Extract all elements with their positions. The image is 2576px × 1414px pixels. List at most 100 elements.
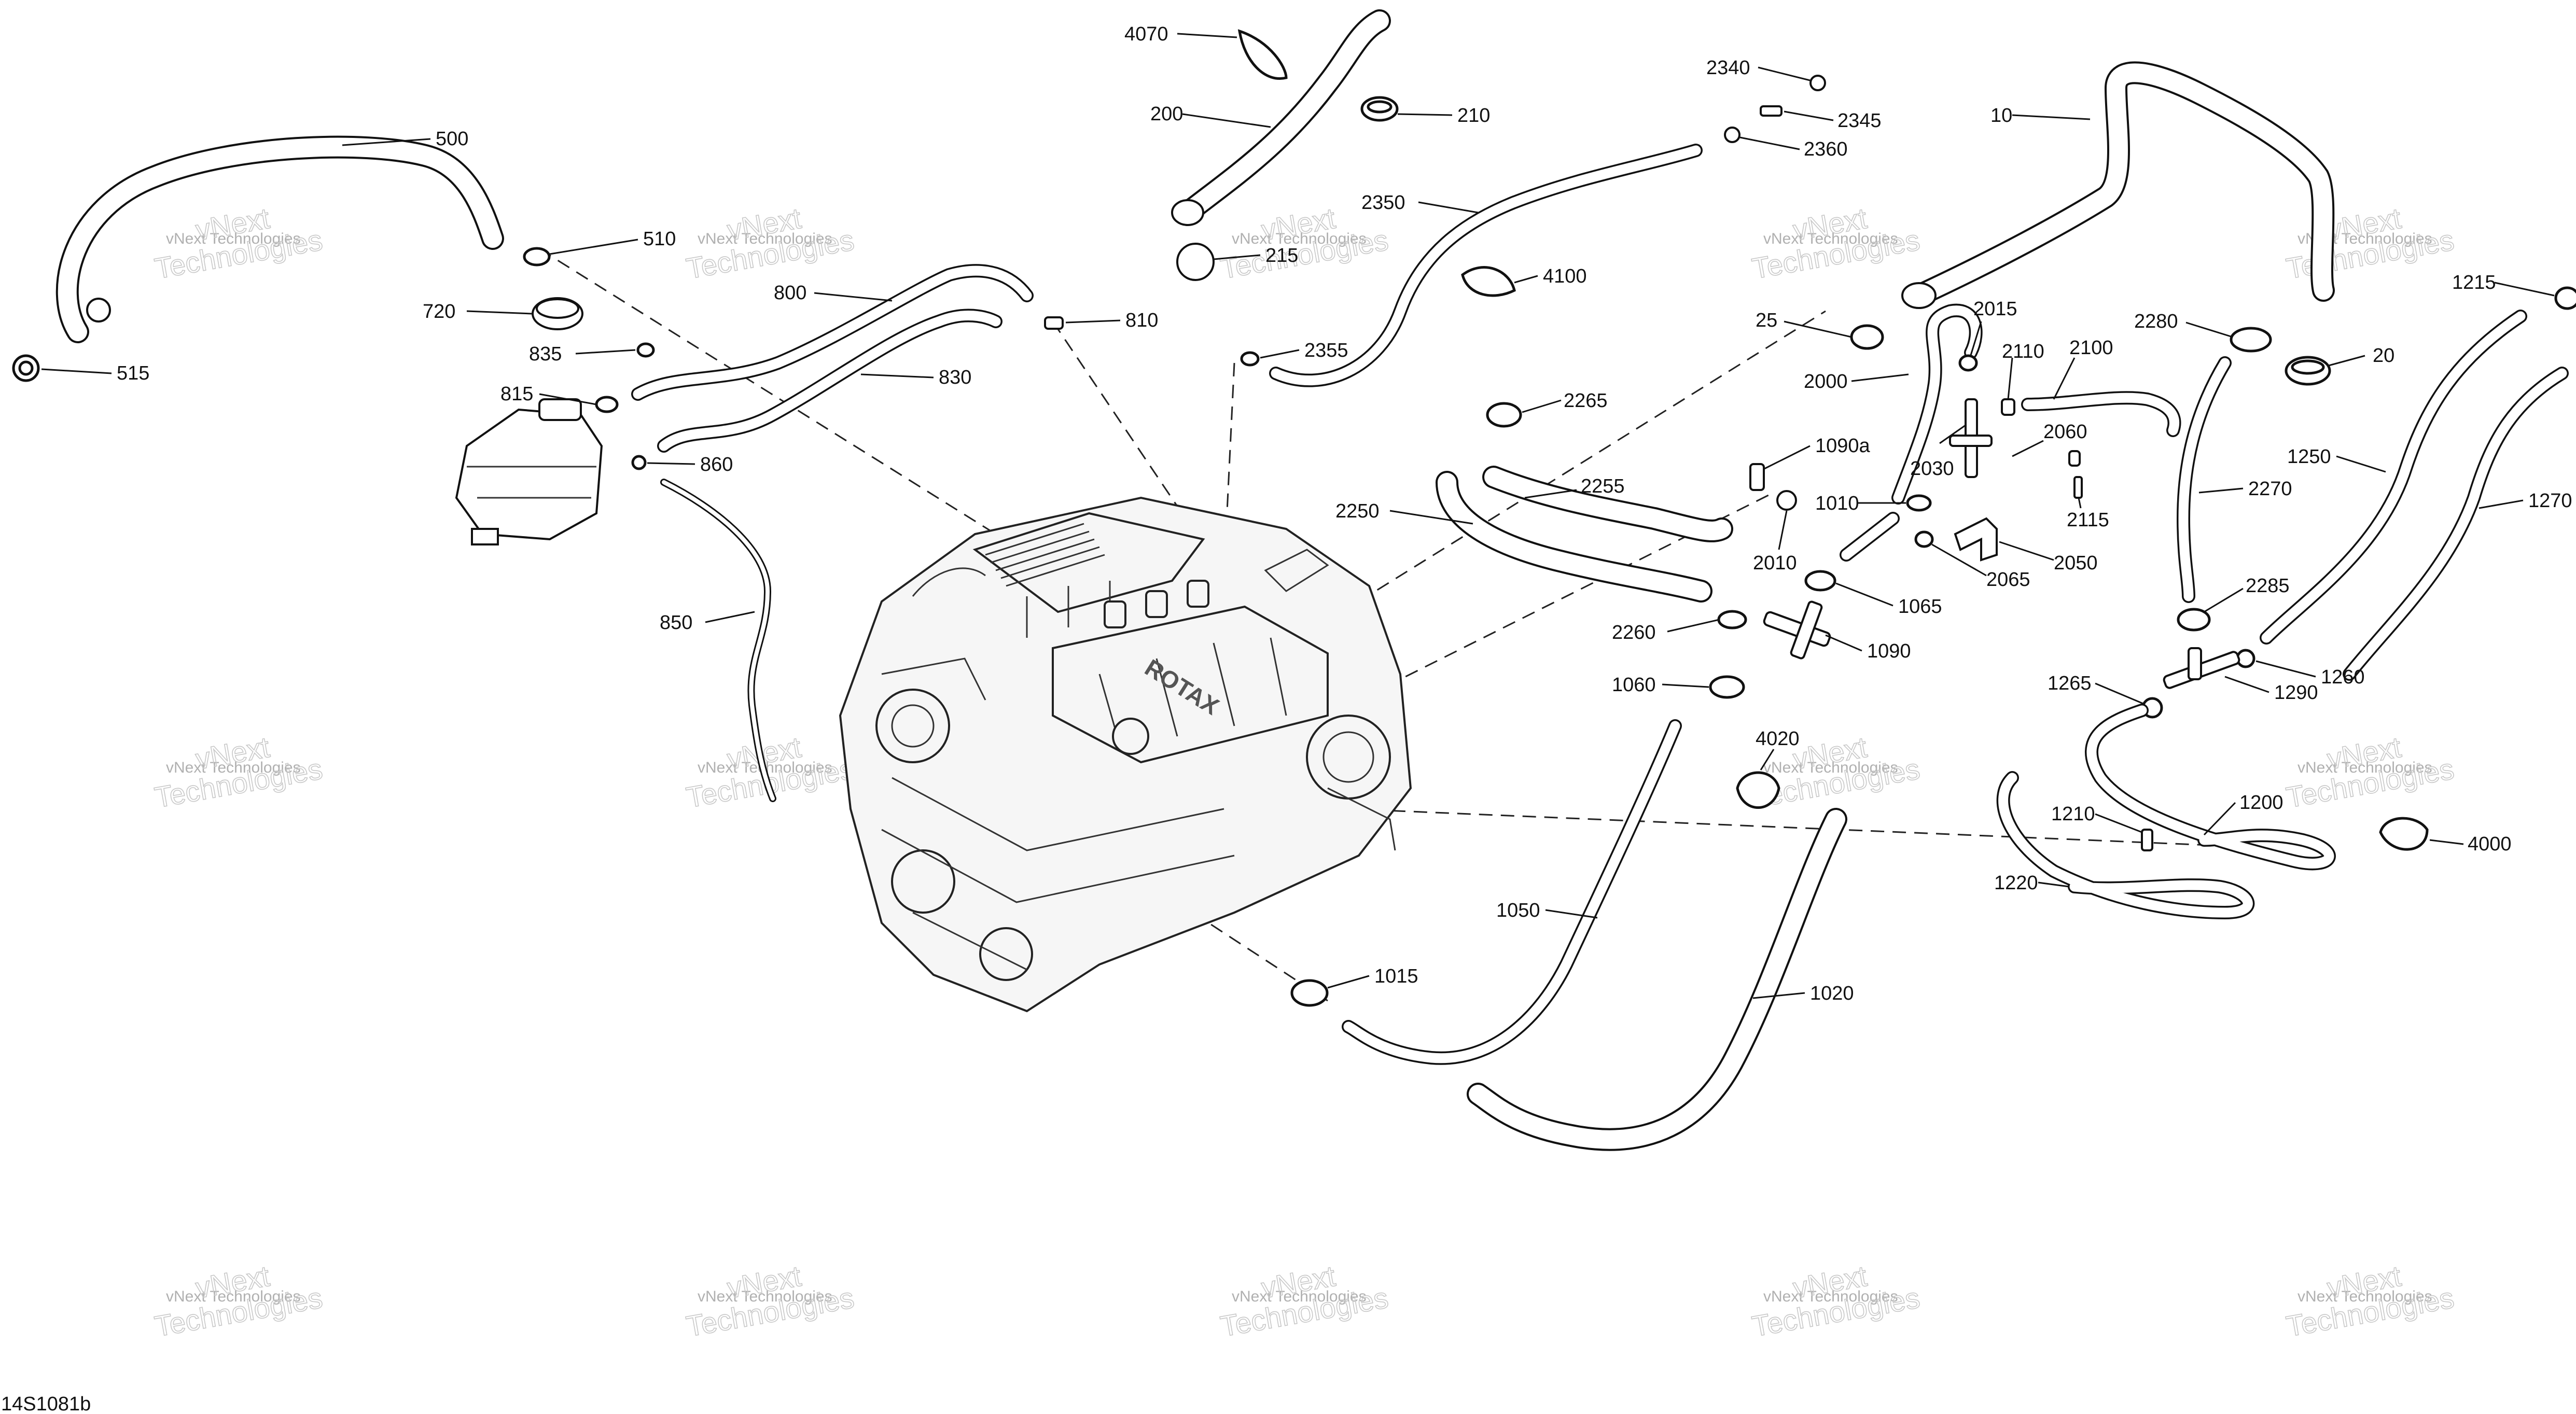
callout-215: 215 <box>1213 245 1298 267</box>
callout-label: 2100 <box>2069 337 2113 359</box>
drawing-reference: 14S1081b <box>1 1393 91 1414</box>
callout-label: 2050 <box>2054 552 2098 574</box>
clamp-515 <box>12 354 40 382</box>
callout-label: 2265 <box>1564 390 1608 412</box>
clamp-2065 <box>1914 530 1934 548</box>
tee-1090 <box>1763 600 1831 660</box>
callout-label: 850 <box>660 612 692 634</box>
callout-label: 1010 <box>1815 493 1859 514</box>
callout-label: 830 <box>939 367 971 388</box>
callout-label: 1290 <box>2274 682 2318 704</box>
callout-2060: 2060 <box>2012 421 2087 457</box>
callout-2000: 2000 <box>1804 371 1909 393</box>
clamp-4000 <box>2379 817 2429 851</box>
callout-515: 515 <box>41 362 149 384</box>
watermark-text: vNext Technologies <box>1232 230 1367 247</box>
callout-1270: 1270 <box>2478 490 2572 512</box>
callout-label: 2030 <box>1910 458 1954 480</box>
callout-label: 800 <box>774 282 806 304</box>
watermark-text: vNext Technologies <box>1763 759 1898 776</box>
clamp-4020 <box>1736 771 1780 809</box>
bolt-2340 <box>1809 75 1826 91</box>
tube-850 <box>660 479 776 802</box>
callout-label: 4020 <box>1756 728 1800 750</box>
callout-830: 830 <box>860 367 971 388</box>
callout-label: 2000 <box>1804 371 1848 393</box>
callout-720: 720 <box>423 301 532 323</box>
callout-label: 1210 <box>2051 803 2095 825</box>
callout-label: 2270 <box>2248 478 2292 500</box>
callout-20: 20 <box>2328 345 2394 367</box>
callout-1220: 1220 <box>1994 872 2070 894</box>
watermark-text: vNext Technologies <box>166 759 301 776</box>
callout-label: 510 <box>643 228 676 250</box>
hose-1270 <box>2343 367 2569 681</box>
callout-label: 20 <box>2373 345 2394 367</box>
callout-2255: 2255 <box>1524 475 1625 499</box>
clamp-2260 <box>1717 610 1747 629</box>
callout-label: 1200 <box>2239 792 2283 814</box>
hose-1050 <box>1342 719 1682 1065</box>
hose-2250 <box>1436 471 1712 603</box>
callout-1020: 1020 <box>1752 983 1854 1004</box>
callout-label: 4000 <box>2468 833 2512 855</box>
callout-2110: 2110 <box>2002 341 2044 400</box>
clamp-1060 <box>1709 675 1745 699</box>
callout-2115: 2115 <box>2067 497 2109 531</box>
callout-860: 860 <box>647 454 733 475</box>
clamp-4070 <box>1237 29 1288 80</box>
callout-1090: 1090 <box>1825 634 1911 662</box>
callout-2345: 2345 <box>1784 110 1882 132</box>
hose-200 <box>1171 9 1391 226</box>
callout-2350: 2350 <box>1361 192 1479 214</box>
callout-510: 510 <box>549 228 676 255</box>
callout-810: 810 <box>1065 310 1158 331</box>
clamp-510 <box>523 247 551 267</box>
clamp-2015 <box>1958 354 1978 372</box>
watermark-text: vNext Technologies <box>698 230 832 247</box>
coolant-reservoir <box>455 398 603 545</box>
hose-1010 <box>1840 512 1900 562</box>
callout-10: 10 <box>1990 105 2091 127</box>
callout-label: 2260 <box>1612 622 1656 643</box>
callout-label: 810 <box>1125 310 1158 331</box>
callout-label: 1260 <box>2321 666 2365 688</box>
callout-label: 500 <box>436 128 468 150</box>
cap-215 <box>1176 243 1215 281</box>
callout-label: 1250 <box>2287 446 2331 468</box>
callout-label: 10 <box>1990 105 2012 127</box>
clip-860 <box>631 455 647 470</box>
callout-2340: 2340 <box>1706 57 1811 81</box>
callout-2015: 2015 <box>1970 298 2017 356</box>
tube-2100 <box>2021 391 2181 437</box>
hose-2000 <box>1891 303 1983 505</box>
watermark-text: vNext Technologies <box>166 1288 301 1305</box>
clamp-1065 <box>1804 570 1836 592</box>
callout-2285: 2285 <box>2204 575 2290 613</box>
callout-label: 2015 <box>1973 298 2017 320</box>
hose-500 <box>55 135 504 343</box>
clamp-1010 <box>1906 494 1932 512</box>
watermark-text: vNext Technologies <box>698 1288 832 1305</box>
clamp-2280 <box>2230 327 2272 353</box>
callout-1250: 1250 <box>2287 446 2386 473</box>
watermark-text: vNext Technologies <box>1763 230 1898 247</box>
callout-1265: 1265 <box>2048 673 2145 705</box>
fitting-2010 <box>1776 490 1797 511</box>
tube-2350 <box>1269 144 1703 387</box>
watermark-text: vNext Technologies <box>1232 1288 1367 1305</box>
callout-25: 25 <box>1756 310 1852 338</box>
callout-label: 2115 <box>2067 509 2109 531</box>
callout-4000: 4000 <box>2429 833 2512 855</box>
callout-1060: 1060 <box>1612 674 1709 696</box>
callout-2250: 2250 <box>1335 500 1473 525</box>
callout-850: 850 <box>660 611 755 634</box>
watermark-text: vNext Technologies <box>166 230 301 247</box>
callout-2280: 2280 <box>2134 311 2233 338</box>
